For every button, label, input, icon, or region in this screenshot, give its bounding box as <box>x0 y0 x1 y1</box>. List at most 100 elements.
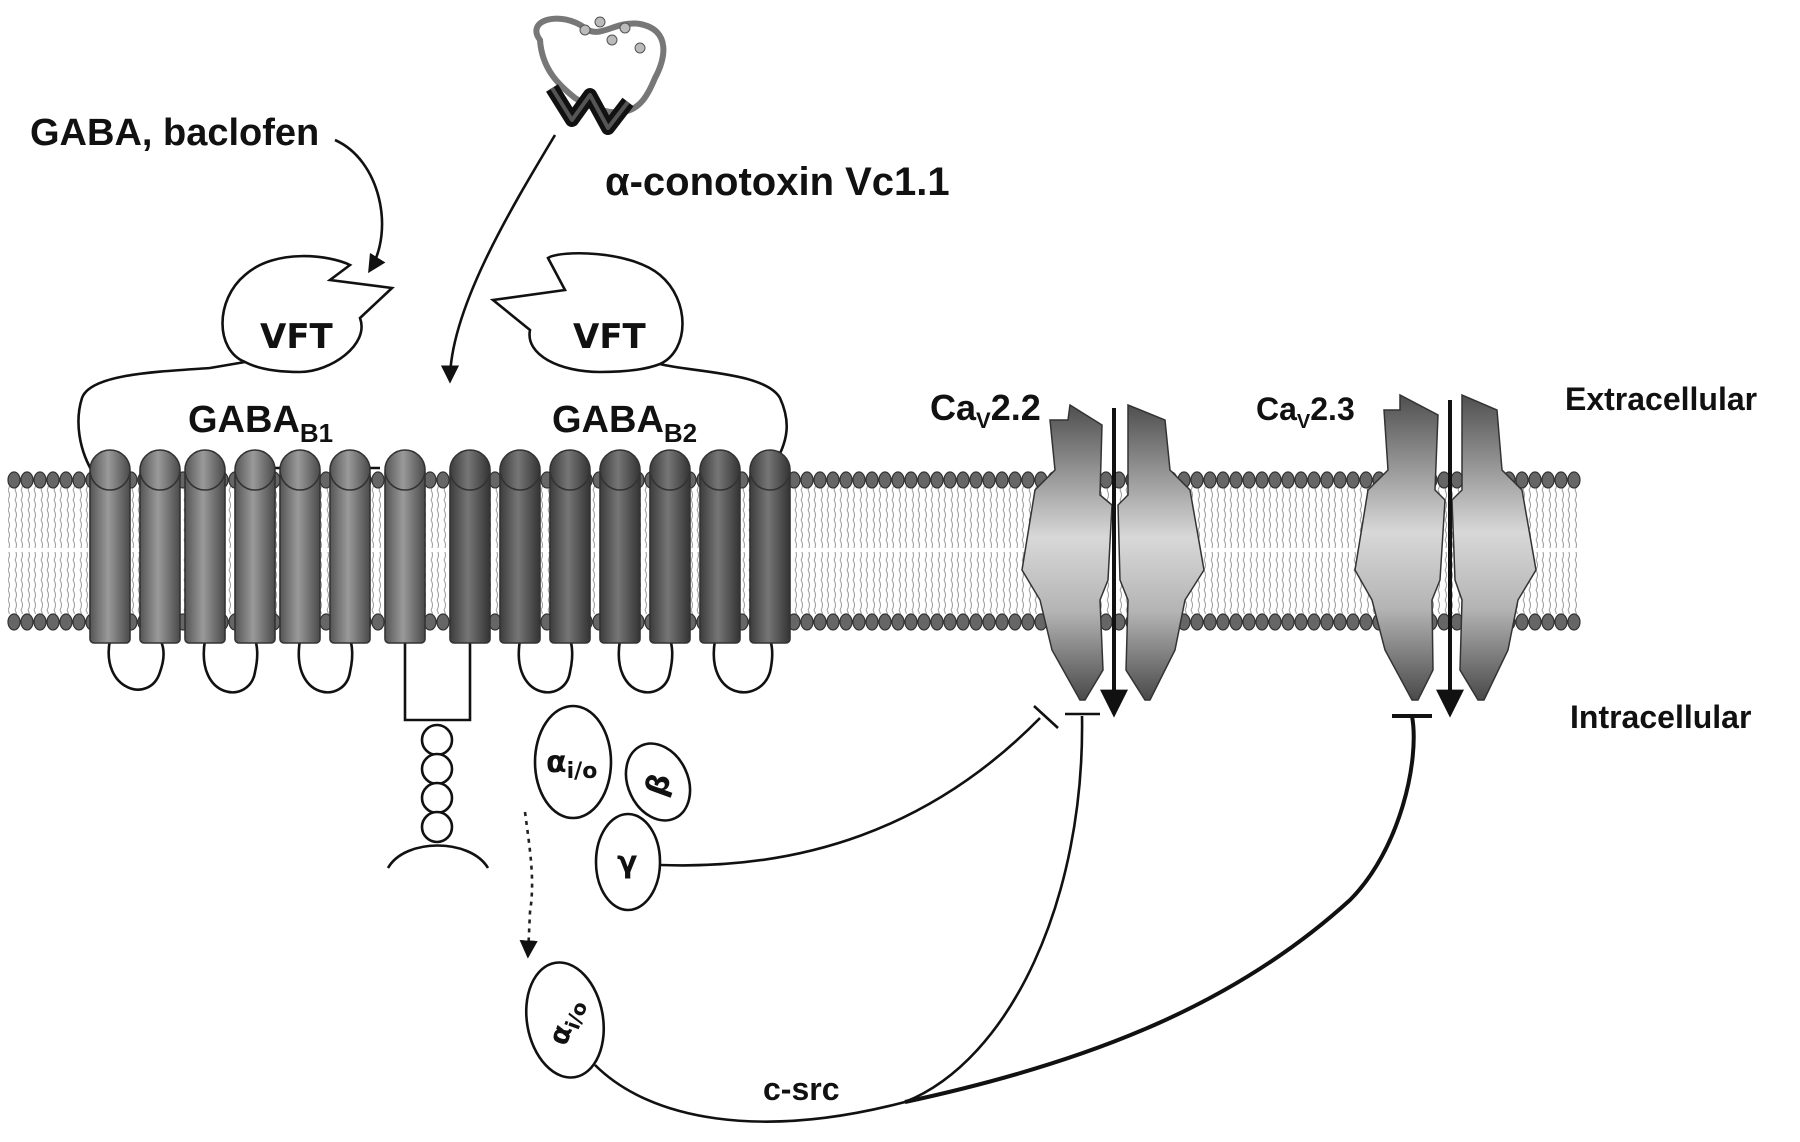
g-beta <box>624 742 692 822</box>
lipid-head <box>813 613 827 631</box>
lipid-head <box>20 613 34 631</box>
b2-helix-cap-4 <box>599 449 641 491</box>
g-alpha-io-free <box>524 961 606 1079</box>
lipid-head <box>436 613 450 631</box>
cav23-number: 2.3 <box>1310 391 1354 427</box>
b2-icl3 <box>712 639 774 694</box>
lipid-head <box>1320 613 1334 631</box>
b1-helix-3 <box>184 467 226 644</box>
vft-label-b1: VFT <box>260 317 334 357</box>
intracellular-label: Intracellular <box>1570 699 1751 735</box>
lipid-head <box>982 613 996 631</box>
b2-helix-4 <box>599 467 641 644</box>
lipid-head <box>7 471 21 489</box>
ligand-arrow <box>334 138 386 274</box>
lipid-head <box>1346 613 1360 631</box>
b1-helix-6 <box>329 467 371 644</box>
coiled-coil-bead-1 <box>420 723 454 757</box>
lipid-head <box>852 613 866 631</box>
lipid-head <box>1190 471 1204 489</box>
gaba-b2-transmembrane-helices <box>449 449 791 644</box>
lipid-head <box>1359 613 1373 631</box>
b2-helix-6 <box>699 467 741 644</box>
vft-lobe-b2 <box>489 251 684 374</box>
b1-helix-cap-6 <box>329 449 371 491</box>
g-alpha-io-bound-label: αi/o <box>546 745 597 784</box>
b2-helix-2 <box>499 467 541 644</box>
lipid-head <box>891 471 905 489</box>
gaba-b1-transmembrane-helices <box>89 449 426 644</box>
lipid-head <box>1268 613 1282 631</box>
b1-helix-cap-1 <box>89 449 131 491</box>
lipid-head <box>371 471 385 489</box>
lipid-head <box>1203 613 1217 631</box>
lipid-head <box>878 471 892 489</box>
lipid-head <box>839 471 853 489</box>
lipid-head <box>371 613 385 631</box>
lipid-head <box>943 613 957 631</box>
ligand-label: GABA, baclofen <box>30 112 319 154</box>
coiled-coil-bead-3 <box>420 781 454 815</box>
b2-icl1 <box>517 639 574 694</box>
vft-domain-b1: VFT <box>221 254 395 374</box>
lipid-head <box>1307 471 1321 489</box>
lipid-head <box>800 613 814 631</box>
b1-helix-cap-7 <box>384 449 426 491</box>
lipid-head <box>1307 613 1321 631</box>
lipid-head <box>1190 613 1204 631</box>
g-gamma-label: γ <box>617 845 637 880</box>
lipid-head <box>1528 613 1542 631</box>
extracellular-label: Extracellular <box>1565 381 1757 417</box>
lipid-head <box>956 613 970 631</box>
lipid-head <box>852 471 866 489</box>
lipid-head <box>33 471 47 489</box>
coiled-coil-bead-2 <box>420 752 454 786</box>
lipid-head <box>1242 613 1256 631</box>
lipid-head <box>72 471 86 489</box>
lipid-head <box>1450 471 1464 489</box>
g-alpha-io-bound-subscript: i/o <box>567 759 598 784</box>
lipid-head <box>1255 471 1269 489</box>
lipid-head <box>1008 471 1022 489</box>
lipid-head <box>1216 471 1230 489</box>
b2-helix-cap-1 <box>449 449 491 491</box>
lipid-head <box>839 613 853 631</box>
b2-helix-cap-6 <box>699 449 741 491</box>
b1-helix-1 <box>89 467 131 644</box>
lipid-head <box>982 471 996 489</box>
b1-helix-cap-3 <box>184 449 226 491</box>
lipid-head <box>1216 613 1230 631</box>
lipid-head <box>878 613 892 631</box>
lipid-head <box>20 471 34 489</box>
b1-icl2 <box>202 639 259 694</box>
lipid-head <box>59 471 73 489</box>
lipid-head <box>904 613 918 631</box>
b2-helix-5 <box>649 467 691 644</box>
lipid-head <box>1008 613 1022 631</box>
lipid-head <box>1333 613 1347 631</box>
b2-helix-7 <box>749 467 791 644</box>
b1-nterm-linker <box>77 360 246 477</box>
lipid-head <box>956 471 970 489</box>
gaba-b2-subscript: B2 <box>664 418 697 448</box>
lipid-head <box>1242 471 1256 489</box>
b2-helix-cap-2 <box>499 449 541 491</box>
cav23-subunit-right <box>1451 393 1537 701</box>
lipid-head <box>1567 471 1581 489</box>
csrc-cav23-inhibition-line <box>904 715 1416 1104</box>
g-protein-heterotrimer <box>533 704 692 912</box>
lipid-head <box>436 471 450 489</box>
gaba-b2-main: GABA <box>552 399 664 441</box>
b2-helix-1 <box>449 467 491 644</box>
lipid-head <box>995 471 1009 489</box>
lipid-head <box>1528 471 1542 489</box>
cav22-subunit-left <box>1021 403 1113 701</box>
cav22-main: Ca <box>930 387 977 428</box>
b2-helix-cap-3 <box>549 449 591 491</box>
cav22-subscript: V <box>976 408 991 433</box>
lipid-head <box>1541 613 1555 631</box>
lipid-head <box>800 471 814 489</box>
lipid-head <box>1229 613 1243 631</box>
lipid-head <box>1229 471 1243 489</box>
cav23-subscript: V <box>1297 411 1311 433</box>
